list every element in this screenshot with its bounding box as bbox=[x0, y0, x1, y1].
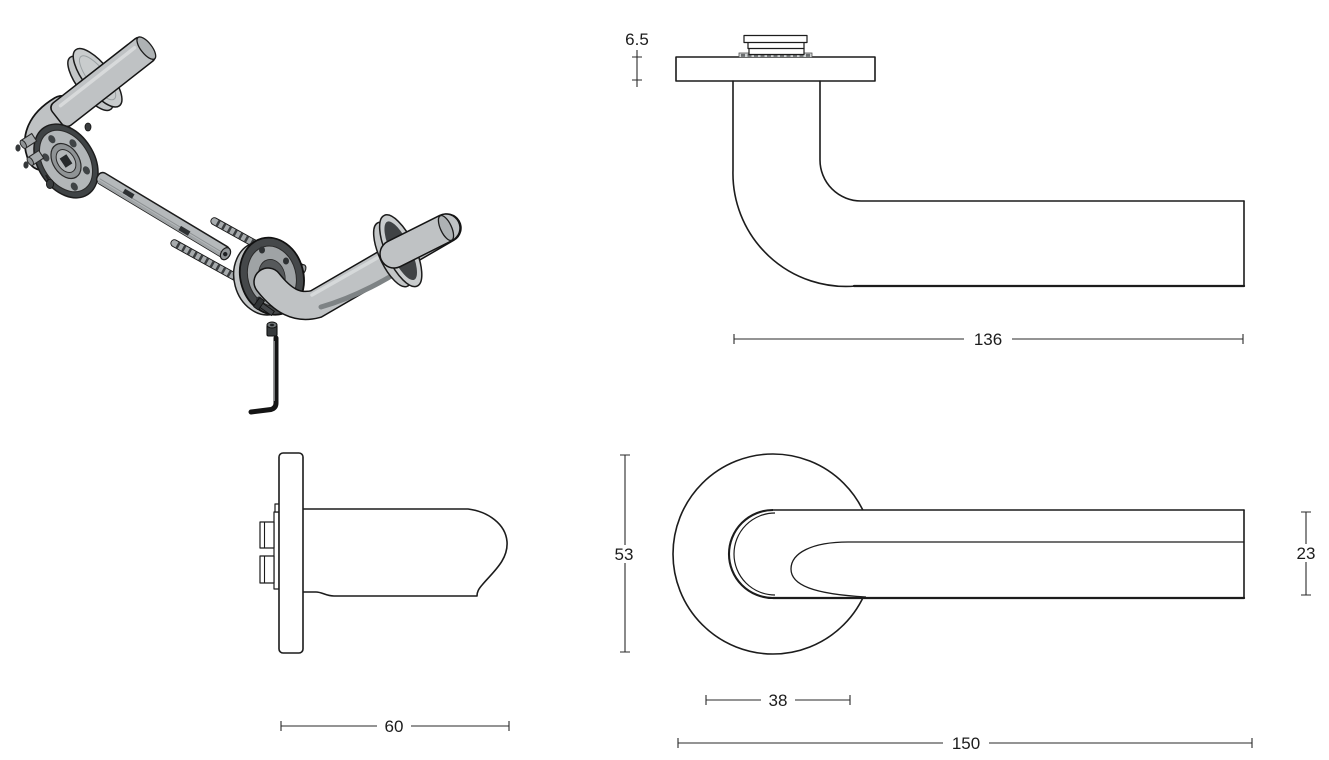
dim-grip-length-label: 136 bbox=[974, 330, 1002, 349]
tube-end-cap bbox=[437, 214, 455, 242]
front-view: 53 23 38 150 bbox=[609, 453, 1321, 753]
spindle-hub bbox=[738, 34, 813, 58]
handle-right bbox=[232, 213, 462, 415]
allen-key bbox=[248, 335, 279, 415]
dim-neck-width: 38 bbox=[705, 691, 851, 710]
small-screw bbox=[259, 246, 265, 254]
dim-rose-thickness: 6.5 bbox=[625, 30, 649, 87]
grip-tube-left bbox=[50, 36, 157, 128]
lever-body bbox=[254, 214, 461, 319]
square-spindle bbox=[95, 171, 232, 261]
dim-rose-diameter-label: 53 bbox=[615, 545, 634, 564]
dim-rose-diameter: 53 bbox=[609, 454, 639, 653]
spindle-hole bbox=[59, 154, 73, 168]
exploded-view bbox=[15, 36, 462, 415]
spindle-slot bbox=[122, 188, 135, 199]
lever-fill bbox=[729, 510, 1244, 598]
handle-left bbox=[15, 36, 157, 199]
neck-inner-arc bbox=[733, 512, 776, 596]
neck-inner-and-top-line bbox=[819, 80, 1245, 202]
small-screw bbox=[23, 161, 29, 169]
small-screw bbox=[84, 122, 92, 132]
dim-overall-length: 150 bbox=[677, 734, 1253, 753]
dim-projection: 60 bbox=[280, 717, 510, 736]
screw-post bbox=[19, 132, 38, 149]
dim-neck-width-label: 38 bbox=[769, 691, 788, 710]
top-view: 6.5 136 bbox=[625, 30, 1246, 349]
rose-plate-edge bbox=[278, 452, 304, 654]
dim-grip-diameter: 23 bbox=[1291, 511, 1321, 596]
screw-post bbox=[26, 149, 45, 166]
rose-plate bbox=[675, 56, 876, 82]
dim-rose-thickness-label: 6.5 bbox=[625, 30, 649, 49]
small-screw bbox=[253, 297, 275, 317]
small-screw bbox=[15, 144, 21, 152]
dim-grip-diameter-label: 23 bbox=[1297, 544, 1316, 563]
lever-end-profile bbox=[303, 508, 508, 597]
screw-boss bbox=[259, 521, 275, 549]
dim-grip-length: 136 bbox=[733, 330, 1244, 349]
tube-tip bbox=[380, 214, 460, 268]
dim-projection-label: 60 bbox=[385, 717, 404, 736]
grub-screw bbox=[266, 321, 278, 337]
tube-bend-line bbox=[790, 541, 1244, 598]
neck-outer-arc bbox=[727, 508, 774, 600]
neck-outer-line bbox=[732, 80, 857, 288]
small-screw bbox=[46, 178, 55, 189]
spindle-slot bbox=[178, 225, 191, 236]
side-view: 60 bbox=[259, 452, 510, 736]
small-screw bbox=[283, 257, 289, 265]
dim-overall-length-label: 150 bbox=[952, 734, 980, 753]
screw-boss bbox=[259, 555, 275, 584]
